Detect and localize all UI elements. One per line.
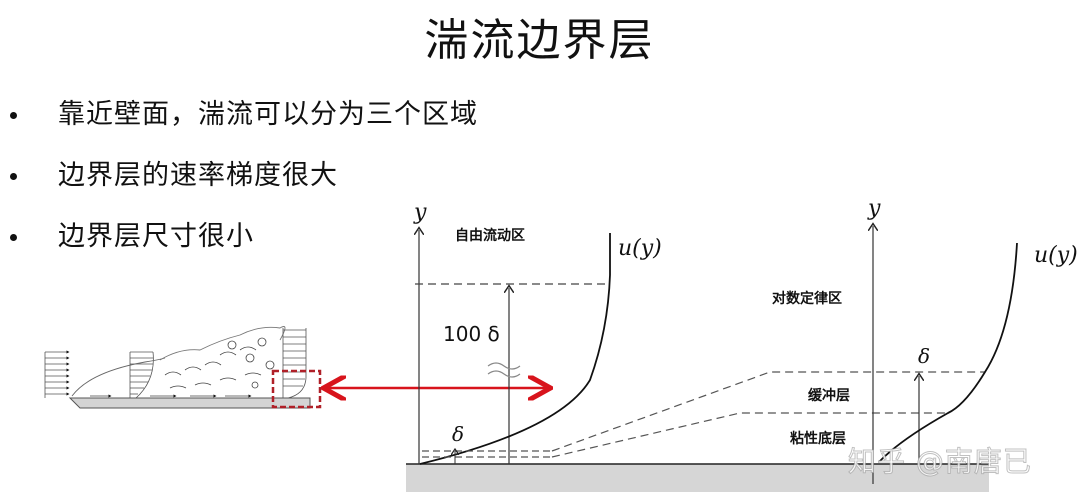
velocity-curve: [878, 242, 1018, 463]
bullet-list: 靠近壁面，湍流可以分为三个区域 边界层的速率梯度很大 边界层尺寸很小: [10, 92, 478, 275]
bullet-item: 边界层的速率梯度很大: [10, 153, 478, 214]
watermark: 知乎 @南唐已: [848, 445, 1032, 479]
bullet-item: 边界层尺寸很小: [10, 214, 478, 275]
highlight-box: [271, 369, 322, 409]
y-axis-label: y: [868, 196, 881, 221]
bullet-text: 靠近壁面，湍流可以分为三个区域: [58, 99, 478, 130]
velocity-curve: [419, 233, 611, 465]
viscous-sublayer-label: 粘性底层: [790, 431, 846, 447]
bullet-dot-icon: [10, 234, 17, 241]
log-law-region-label: 对数定律区: [772, 291, 842, 307]
y-axis-label: y: [414, 200, 427, 225]
flow-schematic: [44, 326, 548, 409]
delta-label: δ: [918, 344, 931, 368]
bullet-text: 边界层尺寸很小: [58, 221, 254, 252]
curve-label: u(y): [618, 236, 662, 261]
wall: [406, 464, 989, 492]
left-profile-plot: [415, 230, 985, 465]
free-stream-region-label: 自由流动区: [455, 228, 525, 244]
curve-label: u(y): [1034, 243, 1078, 268]
bullet-dot-icon: [10, 173, 17, 180]
bullet-text: 边界层的速率梯度很大: [58, 160, 338, 191]
right-profile-plot: [873, 226, 1018, 484]
height-label: 100 δ: [443, 322, 500, 346]
delta-label: δ: [452, 422, 465, 446]
buffer-layer-label: 缓冲层: [808, 388, 850, 404]
slide-title: 湍流边界层: [424, 15, 655, 66]
bullet-dot-icon: [10, 112, 17, 119]
bullet-item: 靠近壁面，湍流可以分为三个区域: [10, 92, 478, 153]
